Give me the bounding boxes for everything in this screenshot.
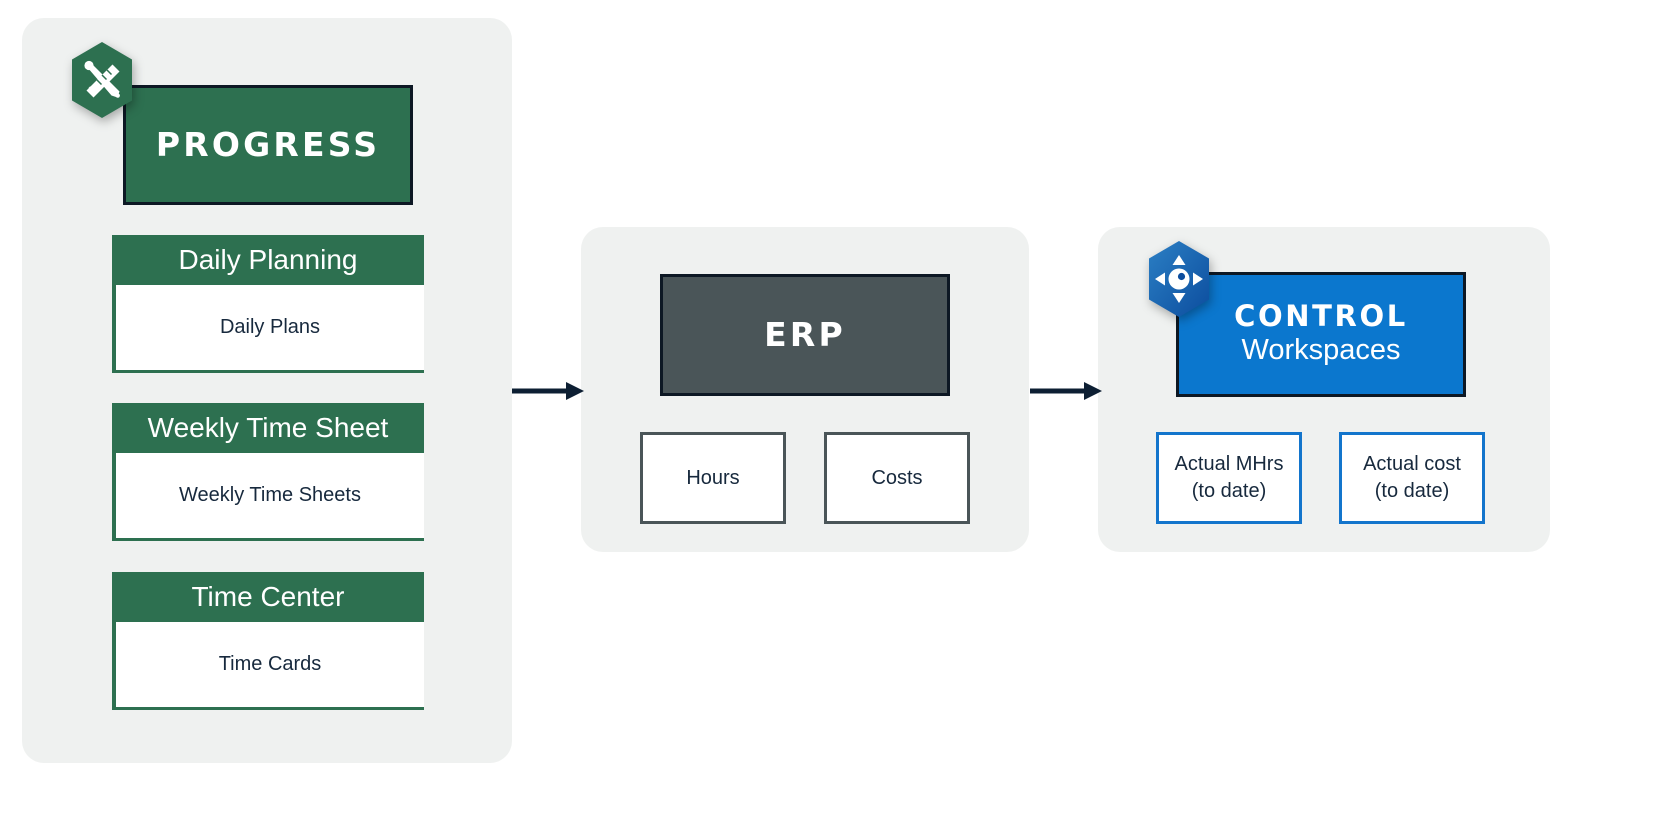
module-card-body: Daily Plans [112, 285, 424, 373]
output-line-1: Actual MHrs [1174, 453, 1284, 475]
control-banner-subtitle: Workspaces [1241, 334, 1401, 367]
erp-output-costs-label: Costs [871, 466, 923, 489]
erp-banner: ERP [660, 274, 950, 396]
module-card-header: Time Center [112, 572, 424, 622]
module-card-header: Weekly Time Sheet [112, 403, 424, 453]
directional-pad-hexagon-icon [1139, 239, 1219, 319]
control-output-actual-cost-label: Actual cost (to date) [1363, 451, 1461, 505]
ruler-pencil-hexagon-icon [62, 40, 142, 120]
erp-banner-title: ERP [764, 314, 846, 354]
control-banner: CONTROL Workspaces [1176, 272, 1466, 397]
module-card-time-center[interactable]: Time Center Time Cards [112, 572, 424, 710]
module-card-body: Time Cards [112, 622, 424, 710]
erp-output-costs[interactable]: Costs [824, 432, 970, 524]
control-output-actual-mhrs-label: Actual MHrs (to date) [1175, 451, 1284, 505]
control-output-actual-mhrs[interactable]: Actual MHrs (to date) [1156, 432, 1302, 524]
control-banner-title: CONTROL [1234, 299, 1408, 334]
arrow-progress-to-erp [512, 378, 584, 404]
progress-banner-title: PROGRESS [155, 124, 381, 164]
output-line-1: Actual cost [1363, 453, 1461, 475]
output-line-2: (to date) [1374, 480, 1450, 502]
module-card-weekly-time-sheet[interactable]: Weekly Time Sheet Weekly Time Sheets [112, 403, 424, 541]
output-line-2: (to date) [1191, 480, 1267, 502]
module-card-body: Weekly Time Sheets [112, 453, 424, 541]
module-card-daily-planning[interactable]: Daily Planning Daily Plans [112, 235, 424, 373]
erp-output-hours[interactable]: Hours [640, 432, 786, 524]
erp-output-hours-label: Hours [686, 466, 740, 489]
arrow-erp-to-control [1030, 378, 1102, 404]
progress-banner: PROGRESS [123, 85, 413, 205]
module-card-header: Daily Planning [112, 235, 424, 285]
control-output-actual-cost[interactable]: Actual cost (to date) [1339, 432, 1485, 524]
